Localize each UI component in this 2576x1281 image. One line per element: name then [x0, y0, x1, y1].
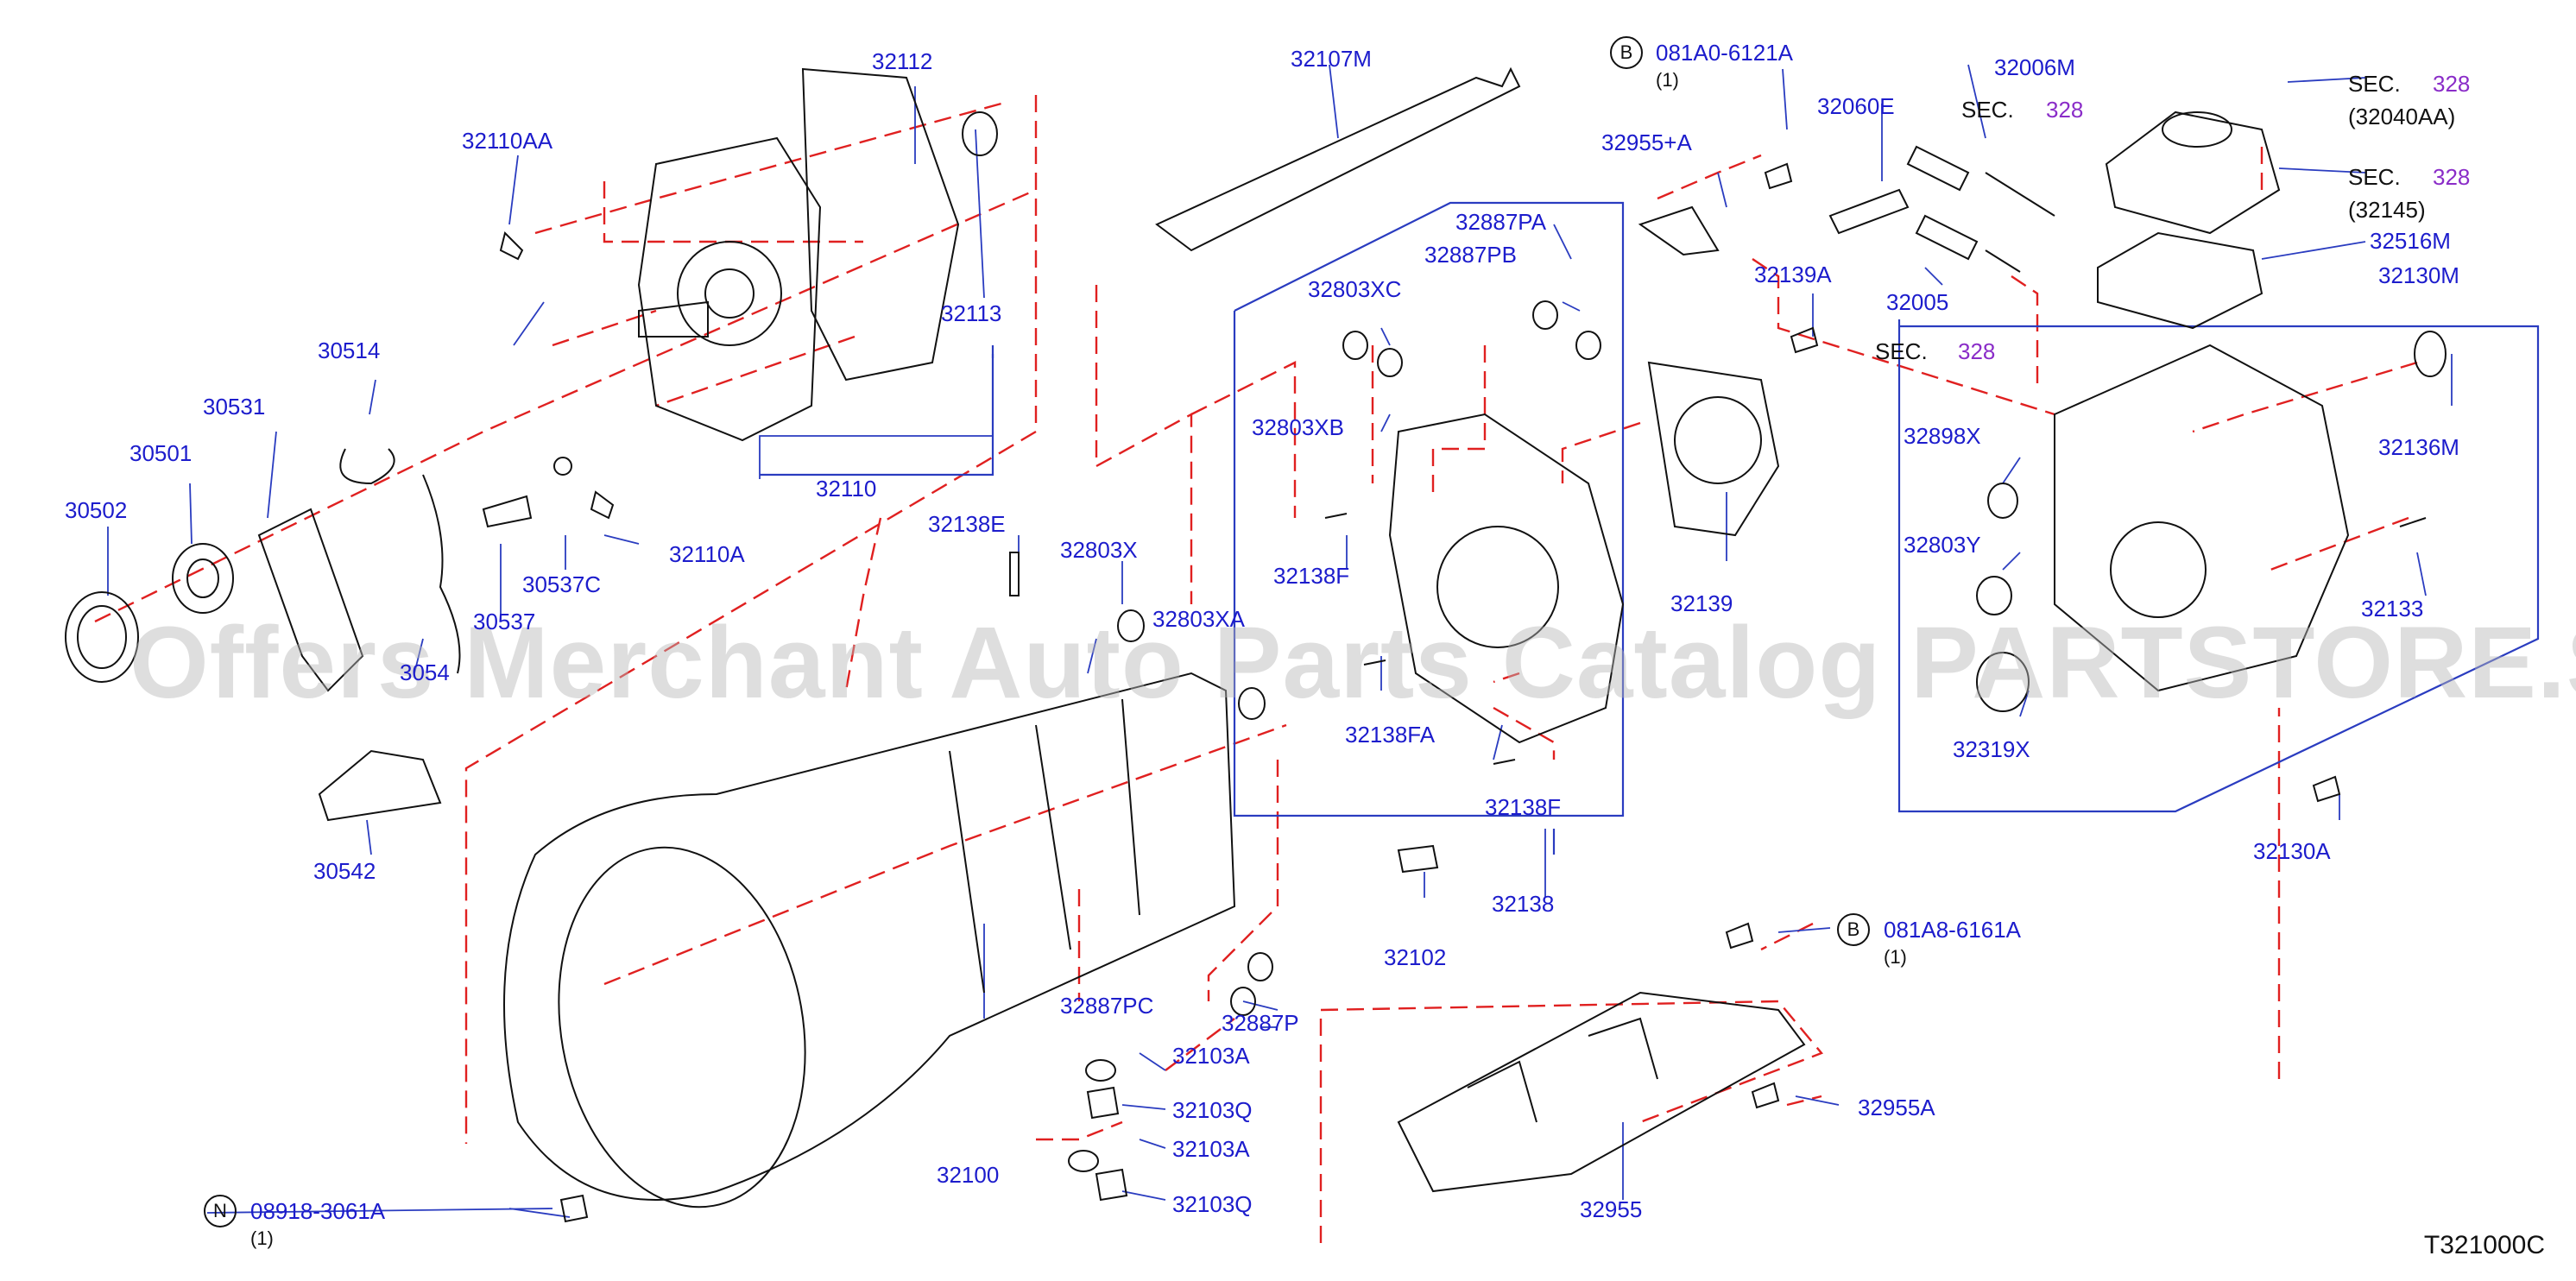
- label-32898X[interactable]: 32898X: [1904, 423, 1981, 449]
- label-32803Y[interactable]: 32803Y: [1904, 532, 1981, 558]
- group-bracket-lines: [760, 201, 2540, 855]
- label-32102[interactable]: 32102: [1384, 944, 1447, 970]
- front-cover-32110: [637, 136, 822, 442]
- label-32955-plus-A[interactable]: 32955+A: [1601, 129, 1692, 155]
- label-32107M[interactable]: 32107M: [1291, 46, 1372, 72]
- diagram-code: T321000C: [2423, 1231, 2545, 1259]
- label-32139A[interactable]: 32139A: [1754, 262, 1832, 287]
- label-081A8-6161A[interactable]: 081A8-6161A: [1884, 917, 2022, 943]
- symbol-b-2: B: [1837, 913, 1870, 946]
- label-32803XC[interactable]: 32803XC: [1308, 276, 1402, 302]
- watermark: Offers Merchant Auto Parts Catalog PARTS…: [129, 606, 2576, 720]
- label-30514[interactable]: 30514: [318, 338, 381, 363]
- label-32130M[interactable]: 32130M: [2378, 262, 2459, 288]
- oil-pan-32955: [1397, 991, 1806, 1193]
- label-30502[interactable]: 30502: [65, 497, 128, 523]
- label-32887PC[interactable]: 32887PC: [1060, 993, 1154, 1019]
- label-32138[interactable]: 32138: [1492, 891, 1555, 917]
- part-outlines: [65, 66, 2447, 1223]
- fork-30531: [257, 508, 364, 692]
- sec-ref-3-word: SEC.: [1961, 97, 2014, 123]
- leader-lines: [107, 64, 2453, 1218]
- sec-ref-1-sub: (32040AA): [2348, 104, 2456, 129]
- label-081A0-6121A[interactable]: 081A0-6121A: [1656, 40, 1794, 66]
- label-32138F-2[interactable]: 32138F: [1485, 794, 1562, 820]
- sec-ref-2-number[interactable]: 328: [2433, 164, 2471, 190]
- label-32319X[interactable]: 32319X: [1953, 736, 2030, 762]
- label-32113[interactable]: 32113: [941, 300, 1002, 326]
- sec-ref-1-number[interactable]: 328: [2433, 71, 2471, 97]
- label-32955A[interactable]: 32955A: [1858, 1095, 1935, 1120]
- rear-housing-32130M: [2054, 344, 2350, 692]
- adapter-plate-32138: [1388, 413, 1625, 744]
- label-32803X[interactable]: 32803X: [1060, 537, 1138, 563]
- main-case-32100: [503, 672, 1236, 1201]
- quantity-08918: (1): [250, 1227, 274, 1249]
- label-32110A[interactable]: 32110A: [669, 541, 745, 567]
- gasket-32112: [801, 67, 960, 382]
- label-30537C[interactable]: 30537C: [522, 571, 602, 597]
- sec-ref-4-number[interactable]: 328: [1958, 338, 1996, 364]
- label-32803XA[interactable]: 32803XA: [1152, 606, 1245, 632]
- seal-32113: [962, 111, 998, 156]
- label-30501[interactable]: 30501: [129, 440, 193, 466]
- label-32103A-2[interactable]: 32103A: [1172, 1136, 1250, 1162]
- label-32060E[interactable]: 32060E: [1817, 93, 1895, 119]
- label-32955[interactable]: 32955: [1580, 1196, 1643, 1222]
- label-30537[interactable]: 30537: [473, 609, 536, 634]
- label-32138FA[interactable]: 32138FA: [1345, 722, 1436, 748]
- label-32110[interactable]: 32110: [816, 476, 877, 502]
- label-32139[interactable]: 32139: [1670, 590, 1733, 616]
- label-32110AA[interactable]: 32110AA: [462, 128, 553, 154]
- label-32887PA[interactable]: 32887PA: [1455, 209, 1547, 235]
- quantity-081A8: (1): [1884, 946, 1907, 968]
- sec-ref-2-sub: (32145): [2348, 197, 2426, 223]
- symbol-n: N: [204, 1195, 237, 1227]
- label-32103Q-1[interactable]: 32103Q: [1172, 1097, 1253, 1123]
- sec-ref-4-word: SEC.: [1875, 338, 1928, 364]
- label-30531[interactable]: 30531: [203, 394, 266, 420]
- label-32803XB[interactable]: 32803XB: [1252, 414, 1344, 440]
- label-32130A[interactable]: 32130A: [2253, 838, 2331, 864]
- quantity-081A0: (1): [1656, 69, 1679, 91]
- label-32138E[interactable]: 32138E: [928, 511, 1006, 537]
- gasket-32139: [1647, 361, 1780, 537]
- label-32887PB[interactable]: 32887PB: [1424, 242, 1517, 268]
- label-3054[interactable]: 3054: [400, 659, 450, 685]
- label-08918-3061A[interactable]: 08918-3061A: [250, 1198, 386, 1224]
- sec-ref-1-word: SEC.: [2348, 71, 2401, 97]
- sec-ref-3-number[interactable]: 328: [2046, 97, 2084, 123]
- sec-ref-2-word: SEC.: [2348, 164, 2401, 190]
- label-32112[interactable]: 32112: [872, 48, 933, 74]
- label-30542[interactable]: 30542: [313, 858, 376, 884]
- label-32006M[interactable]: 32006M: [1994, 54, 2075, 80]
- symbol-b-1: B: [1610, 36, 1643, 69]
- label-32138F-1[interactable]: 32138F: [1273, 563, 1350, 589]
- label-32103A-1[interactable]: 32103A: [1172, 1043, 1250, 1069]
- label-32516M[interactable]: 32516M: [2370, 228, 2451, 254]
- label-32005[interactable]: 32005: [1886, 289, 1949, 315]
- label-32100[interactable]: 32100: [937, 1162, 1000, 1188]
- label-32887P[interactable]: 32887P: [1222, 1010, 1299, 1036]
- label-32103Q-2[interactable]: 32103Q: [1172, 1191, 1253, 1217]
- label-32133[interactable]: 32133: [2361, 596, 2424, 622]
- shift-rod-32107M: [1155, 66, 1521, 252]
- label-32136M[interactable]: 32136M: [2378, 434, 2459, 460]
